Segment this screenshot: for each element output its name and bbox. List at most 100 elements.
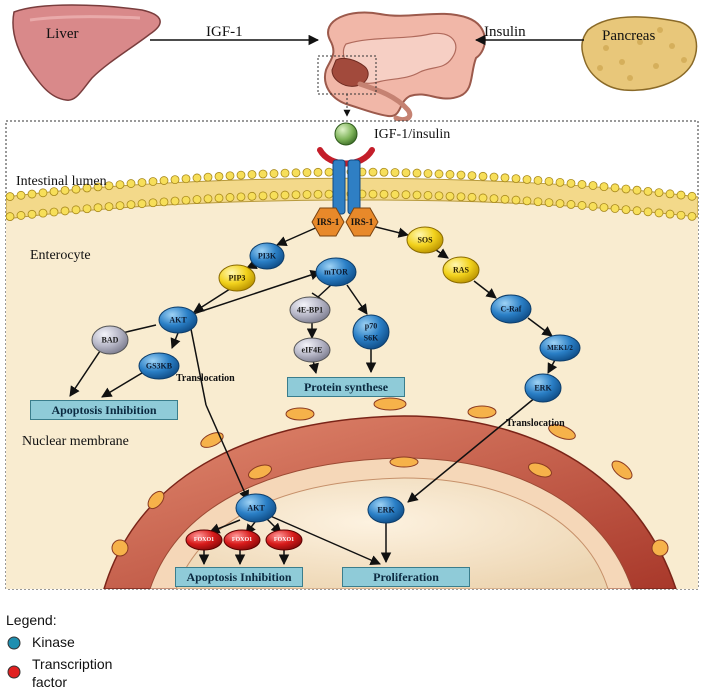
ligand-label: IGF-1/insulin — [374, 127, 451, 142]
lipid-head — [181, 174, 191, 184]
lipid-head — [445, 170, 455, 179]
lipid-head — [27, 209, 37, 219]
lipid-head — [269, 191, 279, 200]
s6k-label: S6K — [364, 334, 379, 343]
lipid-head — [390, 190, 400, 199]
erk-label: ERK — [534, 384, 552, 393]
node-labels: IRS-1 IRS-1 PI3K PIP3 AKT BAD GS3KB mTOR… — [102, 217, 574, 543]
intestine-illustration — [324, 11, 486, 123]
lipid-head — [621, 205, 631, 215]
akt-label: AKT — [169, 316, 187, 325]
lipid-head — [247, 191, 257, 201]
lipid-head — [412, 168, 422, 178]
lipid-head — [203, 172, 213, 182]
lipid-head — [170, 175, 180, 185]
akt-nuclear-node — [235, 493, 277, 523]
lipid-head — [401, 190, 411, 200]
lipid-head — [456, 192, 466, 202]
erk-node — [524, 373, 562, 403]
pip3-node — [218, 264, 256, 292]
lipid-head — [302, 190, 312, 199]
legend-tf-dot — [7, 665, 21, 679]
lipid-head — [236, 170, 246, 180]
gsk3b-label: GS3KB — [146, 362, 173, 371]
lipid-head — [423, 169, 433, 178]
igf1-insulin-receptor — [317, 147, 375, 215]
lipid-head — [368, 167, 378, 177]
foxo1-node-3 — [265, 529, 303, 551]
legend-tf-label-2: factor — [32, 674, 68, 690]
lipid-head — [214, 193, 224, 203]
lipid-head — [379, 167, 389, 177]
foxo1-label-2: FOXO1 — [232, 537, 252, 543]
lipid-head — [126, 200, 136, 210]
lipid-head — [225, 193, 235, 202]
lipid-head — [126, 179, 136, 188]
lipid-head — [60, 206, 70, 216]
lipid-head — [511, 174, 521, 184]
gsk3b-node — [138, 352, 180, 380]
lipid-head — [247, 170, 257, 179]
intestinal-lumen-label: Intestinal lumen — [16, 174, 107, 189]
insulin-label: Insulin — [484, 24, 526, 40]
eif4e-label: eIF4E — [302, 346, 323, 355]
lipid-head — [423, 190, 433, 200]
lipid-head — [544, 176, 554, 186]
foxo1-node-1 — [185, 529, 223, 551]
lipid-head — [71, 205, 81, 215]
lipid-head — [16, 211, 26, 220]
lipid-head — [16, 190, 26, 200]
p70s6k-node — [352, 314, 390, 350]
mtor-label: mTOR — [324, 268, 348, 277]
craf-node — [490, 294, 532, 324]
lipid-head — [203, 194, 213, 204]
lipid-head — [302, 168, 312, 177]
lipid-head — [27, 189, 37, 199]
lipid-head — [49, 207, 59, 217]
lipid-head — [566, 178, 576, 188]
p70-label: p70 — [365, 322, 377, 331]
lipid-head — [291, 190, 301, 200]
lipid-head — [676, 210, 686, 220]
lipid-head — [258, 191, 268, 201]
lipid-head — [555, 177, 565, 187]
legend-tf-label-1: Transcription — [32, 656, 113, 672]
lipid-head — [500, 194, 510, 204]
irs1-left-label: IRS-1 — [317, 217, 340, 227]
lipid-head — [456, 170, 466, 180]
lipid-head — [599, 203, 609, 212]
lipid-head — [159, 176, 169, 185]
lipid-head — [313, 167, 323, 177]
akt-nuclear-label: AKT — [247, 504, 265, 513]
lipid-head — [192, 195, 202, 204]
lipid-head — [588, 202, 598, 211]
lipid-head — [500, 173, 510, 183]
4ebp1-node — [289, 296, 331, 324]
lipid-head — [467, 192, 477, 202]
mek-label: MEK1/2 — [547, 344, 573, 352]
pancreas-illustration — [581, 16, 698, 92]
4ebp1-label: 4E-BP1 — [297, 306, 323, 315]
lipid-head — [665, 209, 675, 219]
legend-kinase-dot — [7, 636, 21, 650]
apoptosis-inhibition-box-bottom: Apoptosis Inhibition — [175, 567, 303, 587]
lipid-head — [654, 208, 664, 218]
pip3-label: PIP3 — [229, 274, 246, 283]
lipid-head — [544, 198, 554, 208]
lipid-head — [71, 184, 81, 194]
eif4e-node — [293, 337, 331, 363]
lipid-head — [687, 211, 697, 221]
lipid-head — [148, 177, 158, 186]
lipid-head — [291, 168, 301, 178]
lipid-head — [269, 169, 279, 178]
nuclear-membrane-label: Nuclear membrane — [22, 434, 129, 449]
mtor-node — [315, 257, 357, 287]
foxo1-node-2 — [223, 529, 261, 551]
akt-node — [158, 306, 198, 334]
lipid-head — [82, 183, 92, 193]
lipid-head — [280, 190, 290, 200]
lipid-head — [115, 180, 125, 190]
lipid-head — [522, 175, 532, 184]
lipid-head — [621, 184, 631, 194]
lipid-head — [577, 180, 587, 189]
